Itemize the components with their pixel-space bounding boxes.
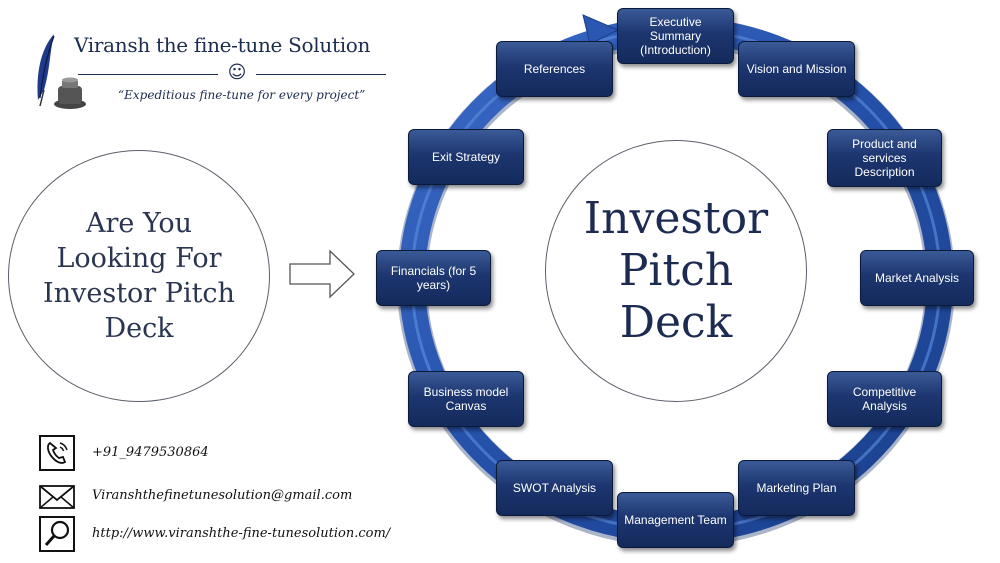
step-competitive-analysis: Competitive Analysis <box>827 371 942 427</box>
phone-number[interactable]: +91_9479530864 <box>92 445 209 460</box>
step-business-model-canvas: Business model Canvas <box>408 371 524 427</box>
envelope-icon <box>39 485 75 509</box>
step-swot-analysis: SWOT Analysis <box>496 460 613 516</box>
website-url[interactable]: http://www.viranshthe-fine-tunesolution.… <box>92 526 391 541</box>
step-exit-strategy: Exit Strategy <box>408 129 524 185</box>
step-vision-mission: Vision and Mission <box>738 41 855 97</box>
email-address[interactable]: Viranshthefinetunesolution@gmail.com <box>92 488 353 503</box>
question-text: Are You Looking For Investor Pitch Deck <box>43 208 235 344</box>
center-title: Investor Pitch Deck <box>583 193 769 348</box>
step-references: References <box>496 41 613 97</box>
brand-name: Viransh the fine-tune Solution <box>74 33 371 57</box>
step-management-team: Management Team <box>617 492 734 548</box>
brand-divider-right <box>256 74 386 75</box>
center-circle: Investor Pitch Deck <box>545 140 807 402</box>
step-marketing-plan: Marketing Plan <box>738 460 855 516</box>
question-circle: Are You Looking For Investor Pitch Deck <box>8 150 270 402</box>
step-financials: Financials (for 5 years) <box>376 250 491 306</box>
step-executive-summary: Executive Summary (Introduction) <box>617 8 734 64</box>
step-product-services: Product and services Description <box>827 129 942 187</box>
phone-icon <box>39 435 75 471</box>
magnifier-icon <box>39 516 75 552</box>
quill-inkwell-icon <box>37 34 86 109</box>
step-market-analysis: Market Analysis <box>860 250 974 306</box>
brand-tagline: “Expeditious fine-tune for every project… <box>118 88 366 102</box>
right-arrow-icon <box>289 249 355 299</box>
brand-header: Viransh the fine-tune Solution ☺ “Expedi… <box>30 30 410 120</box>
smiley-icon: ☺ <box>227 62 247 83</box>
brand-divider-left <box>78 74 218 75</box>
